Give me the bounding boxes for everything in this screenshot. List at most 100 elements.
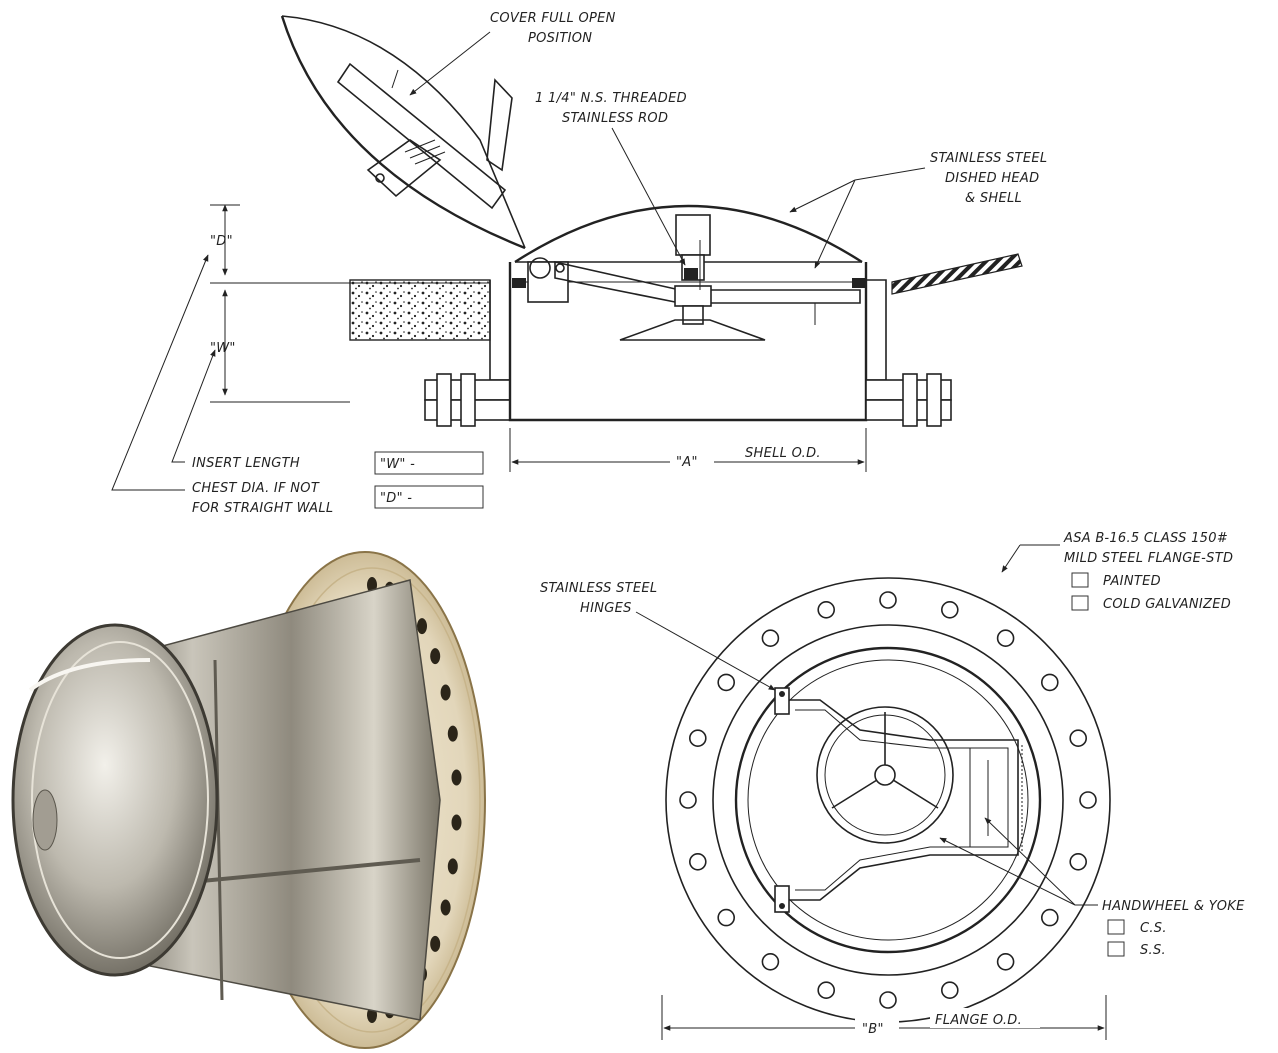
photo-highlight xyxy=(28,658,151,692)
flange-bolt-hole xyxy=(688,852,707,871)
right-wall xyxy=(866,279,887,381)
dim-b-label: "B" xyxy=(862,1022,884,1037)
right-bolt xyxy=(926,373,942,427)
hatched-insulation xyxy=(891,253,1023,295)
cs-checkbox[interactable] xyxy=(1107,919,1125,935)
cover-label-line1: COVER FULL OPEN xyxy=(490,11,616,26)
flange-bolt-hole xyxy=(717,908,736,927)
hub xyxy=(674,285,712,307)
threaded-rod-open xyxy=(404,139,446,165)
galvanized-checkbox[interactable] xyxy=(1071,595,1089,611)
gasket-left xyxy=(512,278,526,288)
flange-bolt-hole xyxy=(940,981,959,1000)
flange-bolt-hole xyxy=(879,991,897,1009)
manway-photo xyxy=(11,551,486,1049)
dished-head xyxy=(514,204,863,264)
yoke-end xyxy=(969,747,1009,848)
painted-label: PAINTED xyxy=(1103,574,1161,589)
top-view: ASA B-16.5 CLASS 150# MILD STEEL FLANGE-… xyxy=(540,531,1245,1040)
flange-inner xyxy=(712,624,1064,976)
ss-label: S.S. xyxy=(1140,943,1166,958)
head-leader-b xyxy=(814,179,856,269)
left-bolt xyxy=(460,373,476,427)
rod-label-line1: 1 1/4" N.S. THREADED xyxy=(535,91,687,106)
flange-bolt-hole xyxy=(879,591,897,609)
shell-od-gap xyxy=(740,440,840,460)
flange-bolt-hole xyxy=(1041,908,1059,927)
flange-outer xyxy=(665,577,1111,1023)
chest-dia-leader xyxy=(111,254,209,491)
chest-dia-line1: CHEST DIA. IF NOT xyxy=(192,481,320,496)
head-leader xyxy=(854,167,926,181)
flange-bolt-hole xyxy=(679,791,697,809)
flange-bolt-hole xyxy=(761,952,780,971)
photo-bolt-hole xyxy=(417,618,427,635)
flange-od-label: FLANGE O.D. xyxy=(935,1013,1022,1028)
photo-head-rim xyxy=(31,641,209,959)
photo-bolt-hole xyxy=(451,814,462,831)
cover-arm xyxy=(336,62,507,210)
head-label-line3: & SHELL xyxy=(965,191,1022,206)
rod-housing xyxy=(675,214,711,256)
rod-label-line2: STAINLESS ROD xyxy=(562,111,668,126)
flange-bolt-hole xyxy=(940,600,959,619)
rod-nut-dark xyxy=(684,268,698,280)
flange-bolt-hole xyxy=(996,952,1015,971)
yoke-inner xyxy=(795,709,1009,891)
photo-bolt-hole xyxy=(440,899,451,916)
hinge-pin xyxy=(555,263,565,273)
hinge-pin-top xyxy=(779,691,785,697)
handwheel-label: HANDWHEEL & YOKE xyxy=(1102,899,1245,914)
flange-bolt-hole xyxy=(717,673,736,692)
photo-bolt-hole xyxy=(451,769,462,786)
shell-inner xyxy=(747,659,1029,941)
handwheel-spokes xyxy=(831,712,939,809)
flange-bolt-hole xyxy=(996,629,1015,648)
flange-bolt-hole xyxy=(817,981,836,1000)
yoke-outline xyxy=(785,699,1019,901)
hinges-label-line1: STAINLESS STEEL xyxy=(540,581,657,596)
photo-bolt-hole xyxy=(430,935,441,952)
right-bolt xyxy=(902,373,918,427)
painted-checkbox[interactable] xyxy=(1071,572,1089,588)
head-label-line1: STAINLESS STEEL xyxy=(930,151,1047,166)
photo-bolt-hole xyxy=(447,725,458,742)
chest-dia-box xyxy=(374,485,484,509)
insert-length-box xyxy=(374,451,484,475)
ss-checkbox[interactable] xyxy=(1107,941,1125,957)
handle-pin xyxy=(391,69,399,89)
side-view: "D" "W" xyxy=(111,11,1047,516)
photo-head-boss xyxy=(32,789,58,851)
flange-bolt-hole xyxy=(1069,852,1087,871)
dim-a-label: "A" xyxy=(676,455,698,470)
chest-dia-box-text: "D" - xyxy=(380,491,412,506)
hinge-knuckle-top xyxy=(774,687,790,715)
handwheel-rim xyxy=(816,706,954,844)
left-wall xyxy=(489,280,510,381)
cover-label-line2: POSITION xyxy=(528,31,592,46)
insert-length-leader xyxy=(171,349,216,463)
dim-w-label: "W" xyxy=(210,341,236,356)
chest-dia-line2: FOR STRAIGHT WALL xyxy=(192,501,333,516)
shell-outer xyxy=(734,646,1042,954)
left-bolt xyxy=(436,373,452,427)
cover-leader xyxy=(409,31,491,96)
dim-d-label: "D" xyxy=(210,234,233,249)
hinge-pivot xyxy=(529,257,551,279)
flange-label-line1: ASA B-16.5 CLASS 150# xyxy=(1063,531,1228,546)
photo-bolt-hole xyxy=(447,858,458,875)
hinge-knuckle-bottom xyxy=(774,885,790,913)
hub-stem xyxy=(682,305,704,325)
flange-bolt-hole xyxy=(688,729,707,748)
hinge-bolt xyxy=(375,173,385,183)
flange-bolt-holes xyxy=(679,591,1097,1009)
flange-bolt-hole xyxy=(1041,673,1059,692)
insert-length-label: INSERT LENGTH xyxy=(192,456,300,471)
flange-leader-arrow xyxy=(1001,544,1021,573)
handwheel-leader-b xyxy=(939,837,1076,906)
flange-bolt-hole xyxy=(1079,791,1097,809)
head-label-line2: DISHED HEAD xyxy=(945,171,1039,186)
dim-b-gap xyxy=(855,1016,899,1038)
handwheel-leader-a xyxy=(984,817,1076,906)
